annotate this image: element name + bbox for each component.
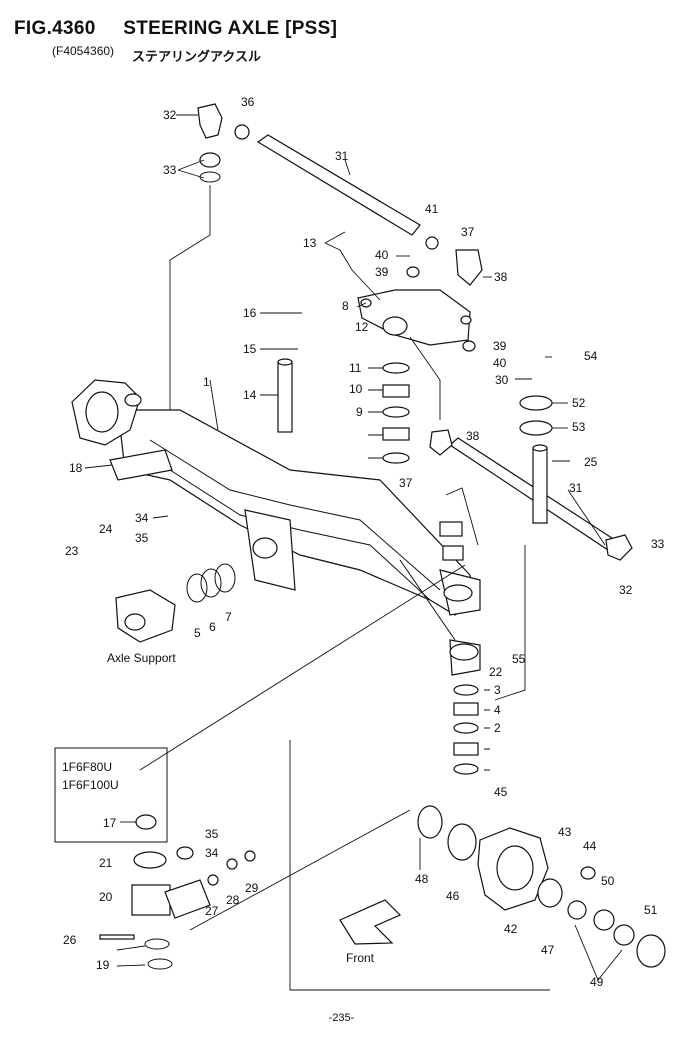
callout-42: 42 bbox=[504, 922, 518, 936]
bearing-stack-lower bbox=[439, 521, 479, 775]
pin-25 bbox=[532, 444, 548, 524]
kingpin bbox=[277, 358, 293, 433]
front-label: Front bbox=[346, 951, 375, 965]
leader-lines bbox=[84, 114, 623, 991]
callout-7: 7 bbox=[225, 610, 232, 624]
callout-54: 54 bbox=[584, 349, 598, 363]
callout-43: 43 bbox=[558, 825, 572, 839]
callout-37-top: 37 bbox=[461, 225, 475, 239]
inset-bushing bbox=[135, 814, 157, 830]
axle-support bbox=[115, 589, 176, 643]
page-number: -235- bbox=[328, 1012, 355, 1024]
washer-52 bbox=[519, 395, 553, 411]
callout-35-upper: 35 bbox=[135, 531, 149, 545]
callout-36: 36 bbox=[241, 95, 255, 109]
ball-joints bbox=[197, 103, 633, 561]
callout-1: 1 bbox=[203, 375, 210, 389]
washer-53 bbox=[519, 420, 553, 436]
callout-21: 21 bbox=[99, 856, 113, 870]
callout-3: 3 bbox=[494, 683, 501, 697]
callout-49: 49 bbox=[590, 975, 604, 989]
callout-5: 5 bbox=[194, 626, 201, 640]
callout-6: 6 bbox=[209, 620, 216, 634]
callout-4: 4 bbox=[494, 703, 501, 717]
callout-50: 50 bbox=[601, 874, 615, 888]
callout-10: 10 bbox=[349, 382, 363, 396]
callout-46: 46 bbox=[446, 889, 460, 903]
callout-48: 48 bbox=[415, 872, 429, 886]
callout-40-right: 40 bbox=[493, 356, 507, 370]
callout-51: 51 bbox=[644, 903, 658, 917]
cylinder-bracket bbox=[357, 289, 472, 346]
callout-9: 9 bbox=[356, 405, 363, 419]
left-knuckle-assembly bbox=[71, 379, 173, 481]
callout-52: 52 bbox=[572, 396, 586, 410]
callout-40-top: 40 bbox=[375, 248, 389, 262]
callout-19: 19 bbox=[96, 958, 110, 972]
figure-title: STEERING AXLE [PSS] bbox=[123, 18, 338, 39]
callout-41: 41 bbox=[425, 202, 439, 216]
callout-26: 26 bbox=[63, 933, 77, 947]
callout-53: 53 bbox=[572, 420, 586, 434]
callout-17: 17 bbox=[103, 816, 117, 830]
callout-8: 8 bbox=[342, 299, 349, 313]
bearing-stack-upper bbox=[382, 362, 410, 464]
lower-knuckle-assembly bbox=[99, 846, 256, 970]
callout-31-right: 31 bbox=[569, 481, 583, 495]
callout-29: 29 bbox=[245, 881, 259, 895]
callout-34-lower: 34 bbox=[205, 846, 219, 860]
tie-rod-top bbox=[256, 134, 421, 236]
callout-32-right: 32 bbox=[619, 583, 633, 597]
front-arrow-icon bbox=[339, 899, 402, 945]
callout-38-top: 38 bbox=[494, 270, 508, 284]
callout-24: 24 bbox=[99, 522, 113, 536]
callout-25: 25 bbox=[584, 455, 598, 469]
callout-32-top: 32 bbox=[163, 108, 177, 122]
callout-31-top: 31 bbox=[335, 149, 349, 163]
callout-14: 14 bbox=[243, 388, 257, 402]
callout-2: 2 bbox=[494, 721, 501, 735]
callout-16: 16 bbox=[243, 306, 257, 320]
callout-numbers: 1 2 3 4 5 6 7 8 9 10 11 12 13 14 15 16 1… bbox=[63, 95, 665, 989]
callout-44: 44 bbox=[583, 839, 597, 853]
callout-22: 22 bbox=[489, 665, 503, 679]
callout-38-right: 38 bbox=[466, 429, 480, 443]
callout-55: 55 bbox=[512, 652, 526, 666]
callout-45: 45 bbox=[494, 785, 508, 799]
wheel-hub-assembly bbox=[417, 805, 666, 968]
axle-support-label: Axle Support bbox=[107, 651, 176, 665]
callout-37-right: 37 bbox=[399, 476, 413, 490]
figure-title-block: FIG.4360 STEERING AXLE [PSS] bbox=[14, 18, 337, 40]
model-label-100: 1F6F100U bbox=[62, 778, 119, 792]
figure-title-japanese: ステアリングアクスル bbox=[132, 49, 261, 64]
callout-15: 15 bbox=[243, 342, 257, 356]
callout-28: 28 bbox=[226, 893, 240, 907]
callout-47: 47 bbox=[541, 943, 555, 957]
axle-beam bbox=[117, 409, 481, 676]
model-label-80: 1F6F80U bbox=[62, 760, 112, 774]
figure-number: FIG.4360 bbox=[14, 18, 96, 39]
callout-27: 27 bbox=[205, 904, 219, 918]
callout-33-top: 33 bbox=[163, 163, 177, 177]
model-inset-box bbox=[54, 747, 168, 843]
callout-39-right: 39 bbox=[493, 339, 507, 353]
callout-39-top: 39 bbox=[375, 265, 389, 279]
callout-13: 13 bbox=[303, 236, 317, 250]
callout-35-lower: 35 bbox=[205, 827, 219, 841]
callout-11: 11 bbox=[349, 361, 362, 375]
callout-33-right: 33 bbox=[651, 537, 665, 551]
callout-12: 12 bbox=[355, 320, 369, 334]
callout-23: 23 bbox=[65, 544, 79, 558]
callout-30: 30 bbox=[495, 373, 509, 387]
callout-34-upper: 34 bbox=[135, 511, 149, 525]
callout-18: 18 bbox=[69, 461, 83, 475]
figure-code: (F4054360) bbox=[52, 44, 115, 58]
callout-20: 20 bbox=[99, 890, 113, 904]
seal-rings bbox=[186, 563, 236, 603]
